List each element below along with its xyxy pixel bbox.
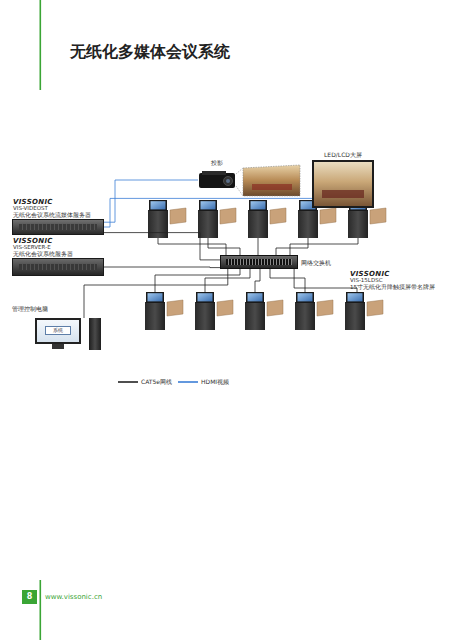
control-pc: 管理控制电脑系统 — [35, 318, 105, 350]
node-text: VISSONIC — [13, 238, 53, 245]
lift-terminal — [195, 292, 233, 330]
node-text: 无纸化会议系统服务器 — [13, 252, 73, 258]
server-panel — [19, 224, 97, 230]
cable-line — [104, 180, 198, 222]
node-text: 投影 — [211, 160, 223, 166]
legend-text: HDMI视频 — [201, 379, 229, 385]
conference-server: VISSONICVIS-SERVER-E无纸化会议系统服务器 — [12, 258, 104, 276]
cat5e-wire — [158, 238, 358, 255]
page-label: www.vissonic.cn — [45, 594, 102, 601]
pc-tower — [89, 318, 101, 350]
page-label: 8 — [22, 591, 37, 603]
node-text: 15寸无纸化升降触摸屏带名牌屏 — [350, 285, 435, 291]
lift-terminal: VISSONICVIS-15LDSC15寸无纸化升降触摸屏带名牌屏 — [345, 292, 385, 330]
switch-ports — [226, 259, 292, 265]
node-text: VIS-15LDSC — [350, 278, 383, 284]
led-screen: LED/LCD大屏 — [312, 160, 374, 208]
projection-image — [243, 165, 300, 196]
projector: 投影 — [198, 170, 236, 190]
lift-terminal — [198, 200, 236, 238]
page-title: 无纸化多媒体会议系统 — [70, 44, 230, 60]
node-text: VIS-VIDEOST — [13, 206, 48, 212]
cable-line — [104, 233, 220, 260]
margin-bar — [40, 0, 42, 90]
legend-sample — [178, 381, 198, 383]
lift-terminal — [148, 200, 186, 238]
node-text: 无纸化会议系统流媒体服务器 — [13, 213, 91, 219]
legend-sample — [118, 381, 138, 383]
lift-terminal — [145, 292, 183, 330]
node-text: 网络交换机 — [301, 260, 331, 266]
node-text: VISSONIC — [350, 271, 390, 278]
projection-image — [252, 184, 292, 190]
screen-picture — [322, 190, 364, 198]
cable-line — [84, 269, 228, 318]
beam-line — [236, 186, 243, 196]
node-text: VIS-SERVER-E — [13, 245, 51, 251]
page-number-box — [22, 590, 37, 604]
cable-line — [294, 269, 357, 292]
server-panel — [19, 264, 97, 270]
projector-symbol — [198, 170, 236, 190]
cat5e-wire — [155, 269, 305, 292]
lift-terminal — [295, 292, 333, 330]
cable-line — [104, 267, 220, 269]
media-server: VISSONICVIS-VIDEOST无纸化会议系统流媒体服务器 — [12, 219, 104, 235]
node-text: VISSONIC — [13, 199, 53, 206]
node-text: LED/LCD大屏 — [324, 152, 362, 158]
lift-terminal — [248, 200, 286, 238]
lift-terminal-symbol — [345, 292, 385, 330]
legend-text: CAT5e网线 — [141, 379, 172, 385]
cable-line — [104, 198, 312, 227]
node-text: 系统 — [45, 326, 71, 335]
lift-terminal — [245, 292, 283, 330]
pc-stand — [52, 344, 64, 349]
network-switch: 网络交换机 — [220, 255, 298, 269]
margin-bar — [40, 580, 42, 640]
node-text: 管理控制电脑 — [12, 306, 48, 312]
beam-line — [236, 168, 243, 174]
